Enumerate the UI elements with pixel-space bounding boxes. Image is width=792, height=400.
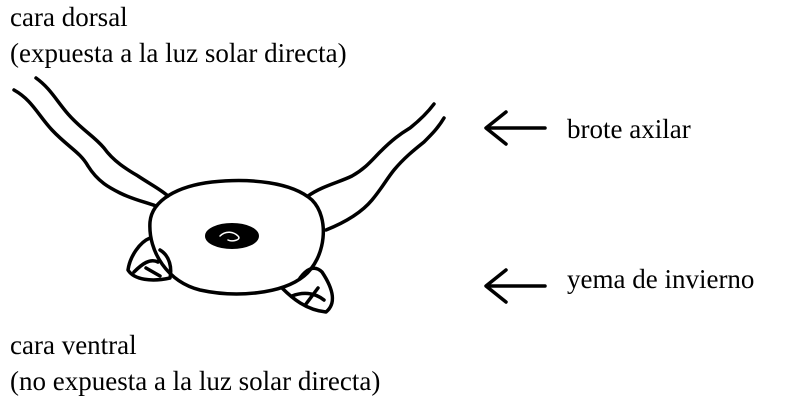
central-spot: [205, 223, 259, 249]
right-winter-bud: [280, 266, 335, 314]
right-axillary-shoot: [306, 102, 446, 232]
winter-bud-label: yema de invierno: [567, 264, 755, 294]
dorsal-side-note: (expuesta a la luz solar directa): [10, 38, 347, 68]
ventral-side-note: (no expuesta a la luz solar directa): [10, 366, 381, 396]
axillary-bud-arrow: [484, 110, 547, 146]
left-axillary-shoot: [12, 76, 170, 208]
axillary-bud-label: brote axilar: [567, 114, 691, 144]
ventral-side-label: cara ventral: [10, 330, 137, 360]
dorsal-side-label: cara dorsal: [10, 2, 128, 32]
left-winter-bud: [126, 236, 173, 282]
frond-body: [148, 178, 326, 296]
winter-bud-arrow: [484, 268, 547, 304]
